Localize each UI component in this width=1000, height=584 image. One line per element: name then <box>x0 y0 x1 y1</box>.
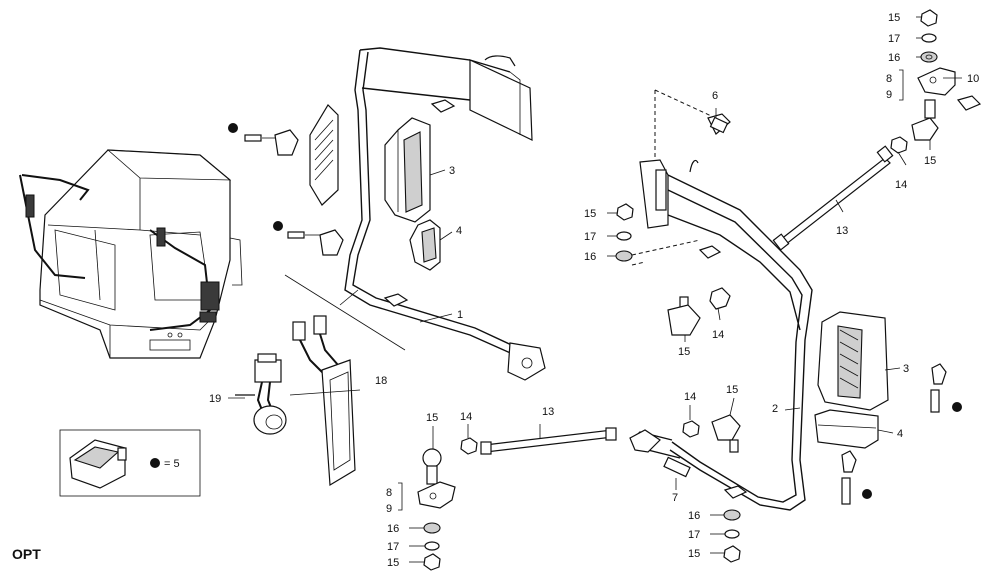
callout-18: 18 <box>375 375 387 387</box>
mirror-head-4-right <box>814 409 879 449</box>
legend-text: = 5 <box>164 458 180 470</box>
variant-label: OPT <box>12 546 41 562</box>
rod-13-lower <box>480 427 617 455</box>
callout-15-bottom-right: 15 <box>688 548 700 560</box>
callout-17-bottom-right: 17 <box>688 529 700 541</box>
callout-15-lower-right: 15 <box>726 384 738 396</box>
harness-18 <box>292 315 356 487</box>
nut-14-upper <box>890 136 908 154</box>
callouts: 1 2 3 3 4 4 6 7 8 9 8 9 10 13 13 14 14 1… <box>209 12 979 569</box>
clip-bolt-right-upper <box>930 363 962 413</box>
bolt-10 <box>956 95 982 111</box>
hardware-stack-middle <box>615 203 634 262</box>
ball-joint-15-upper <box>911 99 939 141</box>
ball-joint-15-lower <box>417 448 456 509</box>
callout-3-right: 3 <box>903 363 909 375</box>
callout-13-lower: 13 <box>542 406 554 418</box>
callout-14-upper: 14 <box>895 179 907 191</box>
callout-7: 7 <box>672 492 678 504</box>
callout-3-left: 3 <box>449 165 455 177</box>
callout-15-arm: 15 <box>678 346 690 358</box>
callout-9-lower: 9 <box>386 503 392 515</box>
callout-15-upper-right: 15 <box>924 155 936 167</box>
callout-16-bottom-left: 16 <box>387 523 399 535</box>
callout-6: 6 <box>712 90 718 102</box>
clip-bolt-upper <box>228 123 299 156</box>
screw-7 <box>663 456 691 478</box>
callout-15-top: 15 <box>888 12 900 24</box>
callout-8-lower: 8 <box>386 487 392 499</box>
callout-8-upper: 8 <box>886 73 892 85</box>
clip-bolt-lower <box>273 221 344 256</box>
callout-19: 19 <box>209 393 221 405</box>
bracket-8-9-upper <box>917 67 956 96</box>
rod-13-upper <box>772 145 894 251</box>
hardware-stack-lower-left <box>423 522 441 571</box>
screw-6 <box>707 113 731 135</box>
callout-15-lower-left: 15 <box>426 412 438 424</box>
callout-16-middle: 16 <box>584 251 596 263</box>
mirror-head-3-right <box>817 311 889 411</box>
callout-14-lower-right: 14 <box>684 391 696 403</box>
callout-1: 1 <box>457 309 463 321</box>
hardware-stack-upper <box>920 9 938 63</box>
ball-joint-15-lower-right <box>711 414 741 453</box>
callout-10: 10 <box>967 73 979 85</box>
callout-17-middle: 17 <box>584 231 596 243</box>
callout-14-lower-left: 14 <box>460 411 472 423</box>
hardware-stack-lower-right <box>723 509 741 563</box>
callout-17-top: 17 <box>888 33 900 45</box>
connector-harness-19 <box>235 353 287 435</box>
callout-2: 2 <box>772 403 778 415</box>
mirror-head-4-left <box>409 219 441 271</box>
legend-box: = 5 <box>59 429 201 497</box>
callout-17-bottom-left: 17 <box>387 541 399 553</box>
cab-illustration <box>19 149 243 359</box>
mirror-head-3-left <box>384 117 431 223</box>
mirror-arm-1 <box>344 47 546 381</box>
wiper-blade-insert <box>309 104 339 206</box>
callout-4-left: 4 <box>456 225 462 237</box>
callout-15-middle: 15 <box>584 208 596 220</box>
clip-bolt-right-lower <box>841 450 872 505</box>
callout-15-bottom-left: 15 <box>387 557 399 569</box>
nut-14-lower-left <box>460 437 478 455</box>
mirror-arm-2 <box>629 159 813 511</box>
callout-13-upper: 13 <box>836 225 848 237</box>
callout-16-top: 16 <box>888 52 900 64</box>
callout-16-bottom-right: 16 <box>688 510 700 522</box>
callout-14-middle: 14 <box>712 329 724 341</box>
ball-joint-15-middle <box>667 287 731 336</box>
callout-4-right: 4 <box>897 428 903 440</box>
nut-14-lower-right <box>682 420 700 438</box>
callout-9-upper: 9 <box>886 89 892 101</box>
leader-lines <box>228 16 962 563</box>
